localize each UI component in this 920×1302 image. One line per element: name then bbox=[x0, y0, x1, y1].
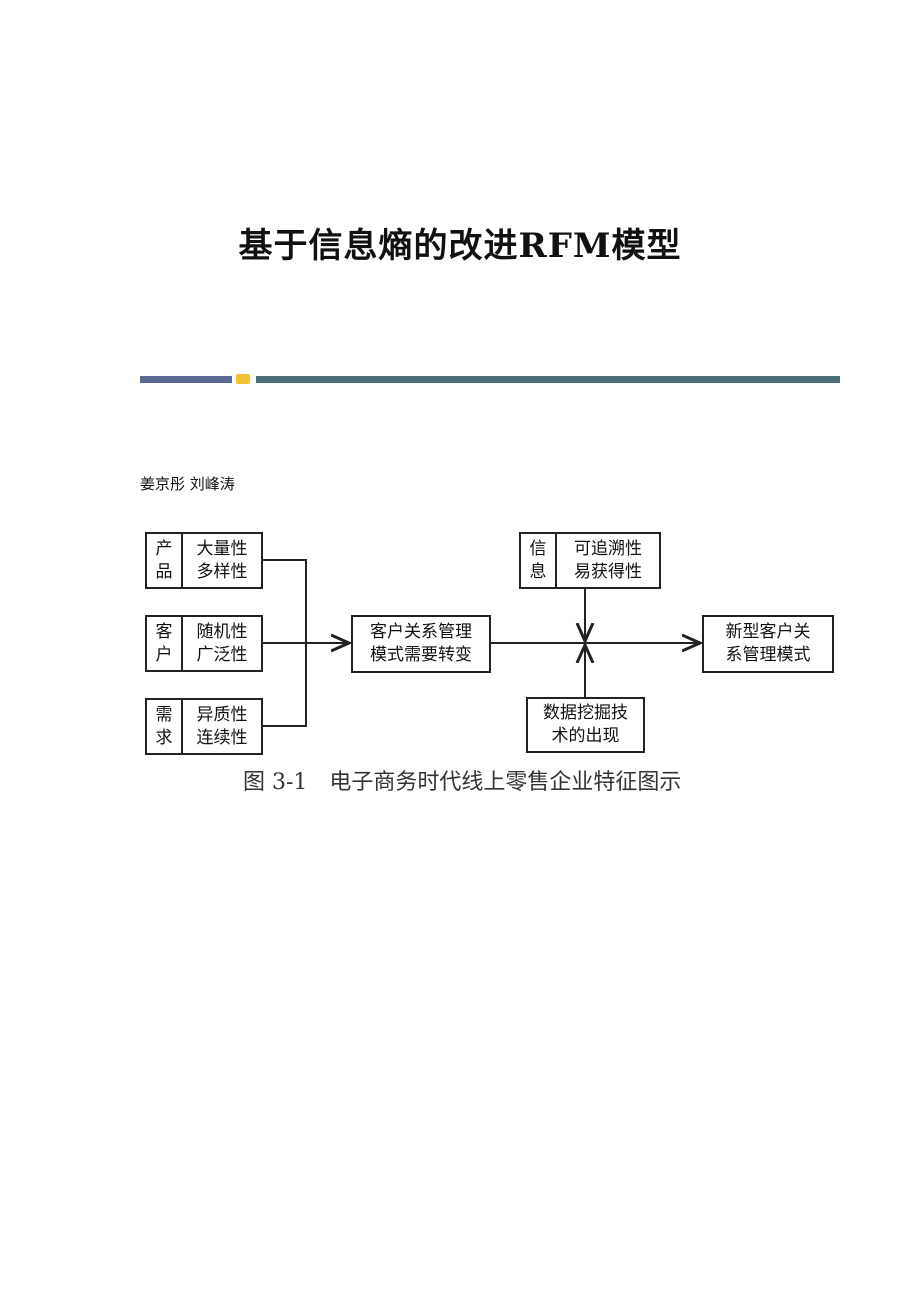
divider-ornament-icon bbox=[236, 374, 250, 384]
demand-box: 需求 异质性连续性 bbox=[145, 698, 263, 755]
new-crm-box: 新型客户关系管理模式 bbox=[702, 615, 834, 673]
product-box: 产品 大量性多样性 bbox=[145, 532, 263, 589]
document-title: 基于信息熵的改进RFM模型 bbox=[238, 226, 682, 266]
crm-shift-box: 客户关系管理模式需要转变 bbox=[351, 615, 491, 673]
divider-left bbox=[140, 376, 232, 383]
divider-right bbox=[256, 376, 840, 383]
authors: 姜京彤 刘峰涛 bbox=[140, 475, 235, 493]
figure-caption: 图 3-1 电子商务时代线上零售企业特征图示 bbox=[243, 770, 682, 795]
data-mining-box: 数据挖掘技术的出现 bbox=[526, 697, 645, 753]
customer-box: 客户 随机性广泛性 bbox=[145, 615, 263, 672]
information-box: 信息 可追溯性易获得性 bbox=[519, 532, 661, 589]
